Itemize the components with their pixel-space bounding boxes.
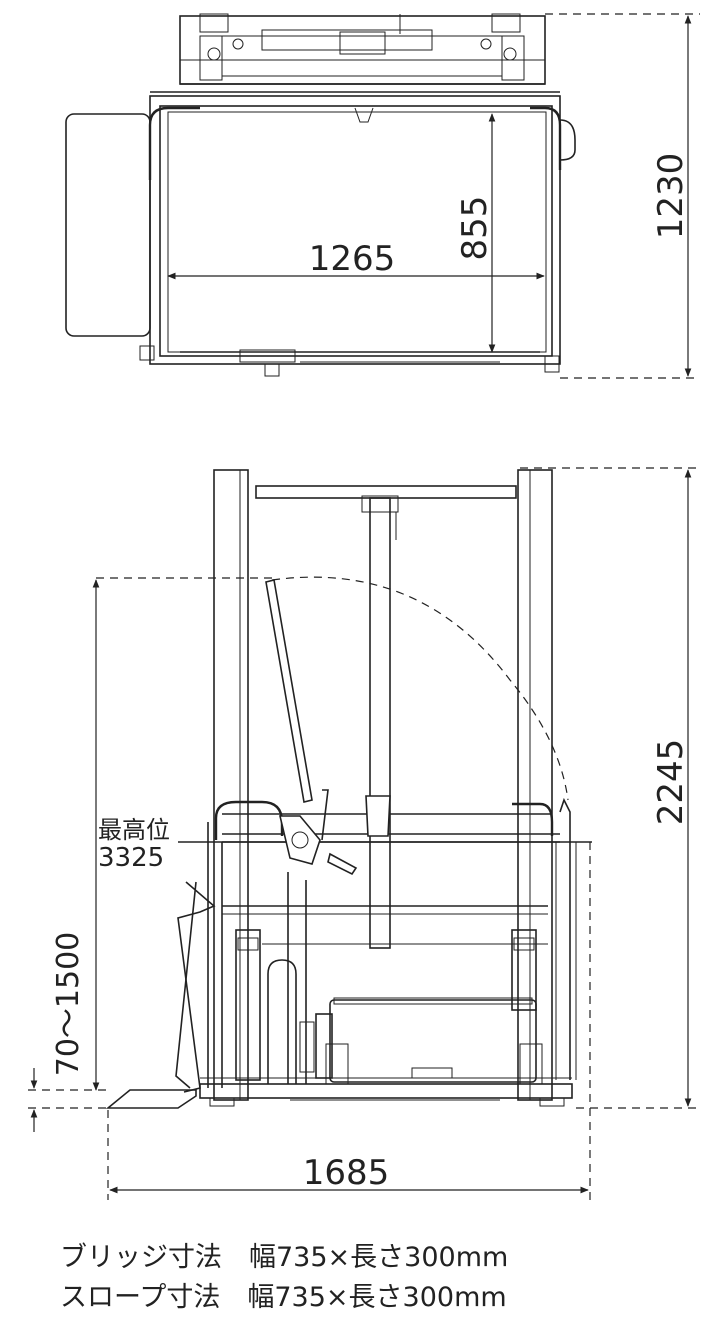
lift-range-dimension-label: 70～1500 — [51, 932, 86, 1077]
top-view: 1265 855 1230 — [65, 13, 700, 379]
platform-outer-frame — [149, 95, 561, 365]
left-mast — [213, 469, 249, 1101]
right-mast — [517, 469, 553, 1101]
side-view: 2245 最高位 3325 70～1500 1685 — [28, 467, 700, 1200]
side-box — [65, 113, 151, 337]
slope-ramp — [105, 1089, 197, 1109]
platform-inner-frame — [159, 105, 553, 357]
swing-arc — [271, 576, 569, 801]
center-column — [369, 497, 391, 949]
width-dimension-label: 1265 — [309, 239, 396, 279]
overall-height-dimension-label: 2245 — [651, 739, 691, 826]
depth-dimension-label: 855 — [455, 196, 495, 261]
base-deck — [199, 1083, 573, 1099]
top-mechanism — [179, 13, 546, 85]
max-position-label: 最高位 — [98, 816, 170, 844]
raised-ramp — [265, 579, 313, 803]
overall-depth-dimension-label: 1230 — [651, 153, 691, 240]
overall-length-dimension-label: 1685 — [303, 1153, 390, 1193]
bridge-dimension-note: ブリッジ寸法 幅735×長さ300mm — [60, 1242, 509, 1273]
max-position-value: 3325 — [98, 843, 164, 873]
slope-dimension-note: スロープ寸法 幅735×長さ300mm — [60, 1282, 507, 1313]
notes: ブリッジ寸法 幅735×長さ300mm スロープ寸法 幅735×長さ300mm — [60, 1238, 508, 1318]
battery-box — [329, 999, 537, 1083]
